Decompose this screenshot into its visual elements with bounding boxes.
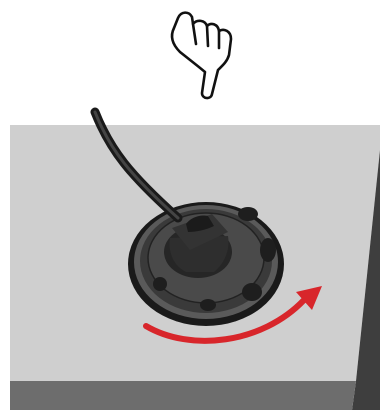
countertop-front-edge bbox=[10, 381, 356, 410]
